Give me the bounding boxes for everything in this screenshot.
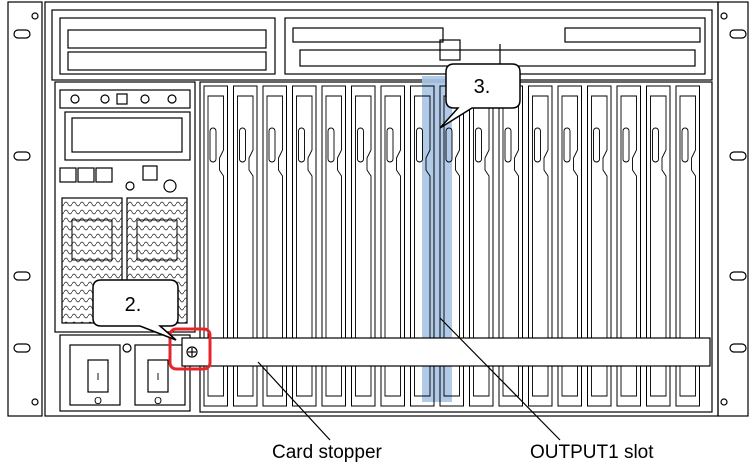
control-module — [54, 81, 196, 333]
callout-3: 3. — [439, 63, 521, 129]
card-stopper-leader — [257, 361, 331, 441]
card-slot — [410, 85, 435, 407]
callout-3-text: 3. — [474, 76, 491, 98]
card-slot — [675, 85, 700, 407]
callout-2-text: 2. — [125, 294, 142, 316]
switch-left-on-label: I — [97, 372, 100, 383]
card-slot — [321, 85, 346, 407]
card-slot — [292, 85, 317, 407]
switch-right-off-label: O — [154, 396, 162, 407]
card-slot — [557, 85, 582, 407]
card-stopper — [181, 337, 711, 367]
card-slot — [233, 85, 258, 407]
output1-slot-label: OUTPUT1 slot — [530, 442, 654, 463]
left-rack-ear — [7, 1, 43, 417]
power-switch-panel — [59, 334, 191, 412]
chassis-body — [44, 1, 719, 417]
switch-right-on-label: I — [157, 372, 160, 383]
card-slot — [351, 85, 376, 407]
right-rack-ear — [717, 1, 749, 417]
card-slot — [646, 85, 671, 407]
card-slot — [203, 85, 228, 407]
callout-2: 2. — [92, 279, 179, 341]
card-slot — [616, 85, 641, 407]
switch-left-off-label: O — [94, 396, 102, 407]
card-slot — [380, 85, 405, 407]
card-slot — [587, 85, 612, 407]
card-slot — [262, 85, 287, 407]
card-slots — [203, 85, 700, 407]
card-stopper-label: Card stopper — [272, 442, 382, 463]
output1-slot-leader — [439, 317, 561, 441]
card-stopper-screw-highlight — [168, 327, 212, 371]
card-slot — [528, 85, 553, 407]
